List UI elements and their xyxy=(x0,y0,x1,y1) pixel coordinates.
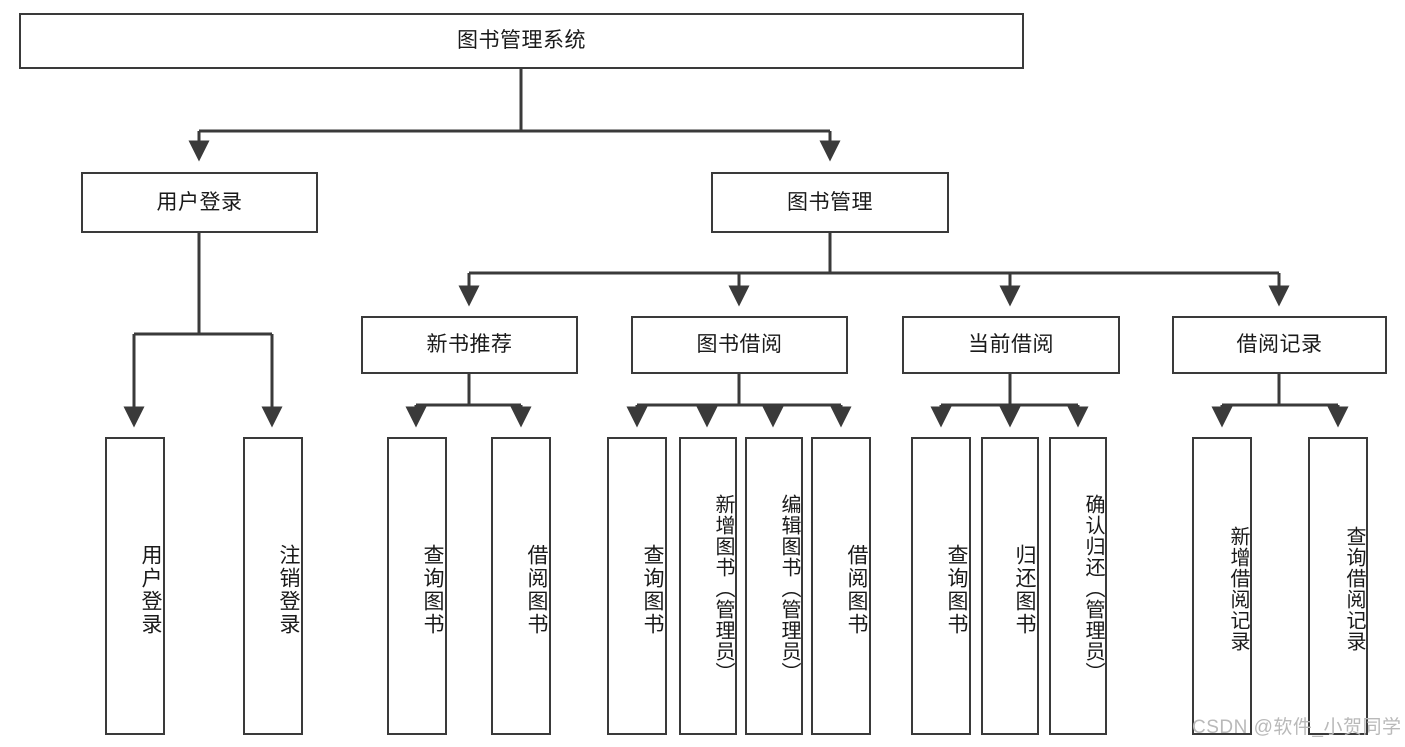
leaf-current-borrow-confirm-return-admin[interactable]: 确认归还（管理员） xyxy=(1049,437,1107,735)
leaf-user-login-logout[interactable]: 注销登录 xyxy=(243,437,303,735)
leaf-book-borrow-edit-book-admin[interactable]: 编辑图书（管理员） xyxy=(745,437,803,735)
leaf-new-book-query-book[interactable]: 查询图书 xyxy=(387,437,447,735)
node-book-borrow[interactable]: 图书借阅 xyxy=(631,316,848,374)
csdn-watermark: CSDN @软件_小贺同学 xyxy=(1192,717,1402,738)
node-new-book-recommend[interactable]: 新书推荐 xyxy=(361,316,578,374)
node-root-book-management-system[interactable]: 图书管理系统 xyxy=(19,13,1024,69)
leaf-borrow-record-query-record[interactable]: 查询借阅记录 xyxy=(1308,437,1368,735)
leaf-user-login-login[interactable]: 用户登录 xyxy=(105,437,165,735)
leaf-current-borrow-query-book[interactable]: 查询图书 xyxy=(911,437,971,735)
leaf-book-borrow-add-book-admin[interactable]: 新增图书（管理员） xyxy=(679,437,737,735)
node-current-borrow[interactable]: 当前借阅 xyxy=(902,316,1120,374)
leaf-current-borrow-return-book[interactable]: 归还图书 xyxy=(981,437,1039,735)
leaf-borrow-record-add-record[interactable]: 新增借阅记录 xyxy=(1192,437,1252,735)
leaf-book-borrow-borrow-book[interactable]: 借阅图书 xyxy=(811,437,871,735)
node-user-login[interactable]: 用户登录 xyxy=(81,172,318,233)
node-borrow-record[interactable]: 借阅记录 xyxy=(1172,316,1387,374)
leaf-new-book-borrow-book[interactable]: 借阅图书 xyxy=(491,437,551,735)
node-book-management[interactable]: 图书管理 xyxy=(711,172,949,233)
leaf-book-borrow-query-book[interactable]: 查询图书 xyxy=(607,437,667,735)
